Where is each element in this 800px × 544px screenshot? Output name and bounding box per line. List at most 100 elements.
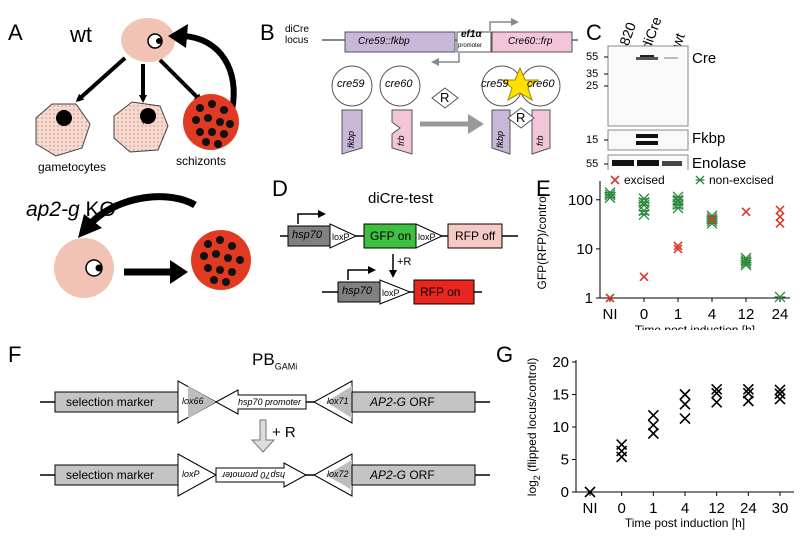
ko-ring-cell xyxy=(54,238,114,298)
enolase-band-2 xyxy=(637,160,659,166)
panel-b-letter: B xyxy=(260,20,275,45)
data-point-non-excised xyxy=(672,194,684,206)
ap2g-gene-name: ap2-g xyxy=(26,198,80,221)
orf-bottom: ORF xyxy=(406,468,435,482)
data-point-non-excised xyxy=(740,257,752,269)
data-point xyxy=(711,383,723,395)
panel-c-letter: C xyxy=(586,20,602,45)
panel-a-letter: A xyxy=(8,20,23,45)
data-point xyxy=(742,383,754,395)
data-point xyxy=(647,427,659,440)
data-point-non-excised xyxy=(740,259,752,271)
rapamycin-diamond xyxy=(431,87,459,109)
cre-band-wt xyxy=(664,57,678,59)
ap2g-gene-bottom: AP2-G xyxy=(370,468,407,482)
cre60-frp-label: Cre60::frp xyxy=(508,36,553,47)
rapamycin-label: R xyxy=(440,90,450,105)
legend-marker-excised xyxy=(610,175,620,185)
excision-arrowhead xyxy=(389,270,397,278)
ap2g-box-bottom xyxy=(351,464,476,486)
locus-label-line1: diCre xyxy=(285,24,309,35)
ef1a-label: ef1α xyxy=(461,29,482,40)
y-tick-label: 15 xyxy=(552,387,569,404)
data-point xyxy=(616,445,628,457)
loxp-triangle-f xyxy=(177,453,218,497)
y-tick-label: 10 xyxy=(552,419,569,436)
data-point-non-excised xyxy=(638,209,650,221)
legend-marker-non-excised xyxy=(695,175,705,185)
data-point xyxy=(647,409,659,421)
rapamycin-bound-label: R xyxy=(516,110,526,125)
y-axis-title: log2 (flipped locus/control) xyxy=(525,358,542,496)
locus-label-line2: locus xyxy=(285,35,309,46)
selection-marker-label-top: selection marker xyxy=(66,395,155,409)
loxp-label-f: loxP xyxy=(182,469,200,479)
cre60-protein xyxy=(379,65,421,155)
hsp70-label-top: hsp70 xyxy=(292,229,322,241)
panel-e-letter: E xyxy=(536,176,551,201)
lox71-shade xyxy=(326,386,352,418)
legend-label-excised: excised xyxy=(624,173,665,187)
panel-g-letter: G xyxy=(496,342,514,367)
x-tick-label: 4 xyxy=(681,500,689,517)
x-tick-label: 12 xyxy=(708,500,725,517)
hsp70-arrow-bottom xyxy=(215,462,308,488)
y-tick-label: 1 xyxy=(585,290,593,307)
x-tick-label: NI xyxy=(603,306,618,323)
data-point xyxy=(774,388,786,400)
ap2g-orf-label-bottom: AP2-G ORF xyxy=(370,468,435,482)
pbgami-sub: GAMi xyxy=(274,361,298,372)
cre60-label: cre60 xyxy=(385,78,413,90)
data-point-non-excised xyxy=(774,291,786,303)
loxp-label-1: loxP xyxy=(332,232,350,242)
ef1a-sub-label: promoter xyxy=(458,43,483,49)
x-tick-label: 24 xyxy=(740,500,757,517)
data-point-excised xyxy=(775,212,785,222)
data-point xyxy=(616,451,628,463)
female-symbol: ♀ xyxy=(138,112,150,129)
data-point xyxy=(711,387,723,399)
promoter-arrowhead-top xyxy=(318,210,326,218)
y-tick-label: 20 xyxy=(552,354,569,371)
data-point-excised xyxy=(775,218,785,228)
gfp-on-label: GFP on xyxy=(370,229,412,243)
plus-r-label-f: + R xyxy=(272,424,296,441)
enolase-band-1 xyxy=(612,160,634,166)
down-arrow-f xyxy=(250,419,276,453)
return-arrowhead xyxy=(168,24,188,48)
arrow-to-schizont xyxy=(158,58,203,103)
male-gametocyte xyxy=(35,103,91,157)
ef1a-box xyxy=(456,31,492,53)
wt-label: wt xyxy=(70,22,92,47)
data-point-non-excised xyxy=(638,199,650,211)
ap2g-box-top xyxy=(351,391,476,413)
data-point xyxy=(679,412,691,425)
wt-ring-cell xyxy=(121,18,175,62)
data-point xyxy=(774,384,786,396)
dicre-locus-label: diCre locus xyxy=(285,24,309,46)
star-icon xyxy=(500,66,540,102)
marker-55: 55 xyxy=(586,51,599,63)
cre60-frp-box xyxy=(491,31,573,53)
dicre-test-title: diCre-test xyxy=(368,190,434,207)
data-point xyxy=(742,395,754,407)
x-tick-label: 1 xyxy=(649,500,657,517)
data-point xyxy=(742,387,754,399)
fkbp-band-1 xyxy=(636,134,658,138)
cre-band-2 xyxy=(636,57,658,60)
data-point-non-excised xyxy=(672,202,684,214)
western-blot xyxy=(604,45,689,170)
orf-top: ORF xyxy=(406,395,435,409)
ap2g-orf-label-top: AP2-G ORF xyxy=(370,395,435,409)
data-point xyxy=(647,419,659,431)
promoter-arrow-top xyxy=(297,213,320,224)
data-point-non-excised xyxy=(604,192,616,204)
data-point xyxy=(679,398,691,410)
reverse-promoter-arrow xyxy=(431,53,460,66)
data-point xyxy=(584,486,596,498)
hsp70-promoter-label-top: hsp70 promoter xyxy=(238,397,302,407)
x-tick-label: 4 xyxy=(708,306,716,323)
selection-marker-label-bottom: selection marker xyxy=(66,468,155,482)
data-point-excised xyxy=(741,207,751,217)
gfp-on-box xyxy=(363,223,417,249)
